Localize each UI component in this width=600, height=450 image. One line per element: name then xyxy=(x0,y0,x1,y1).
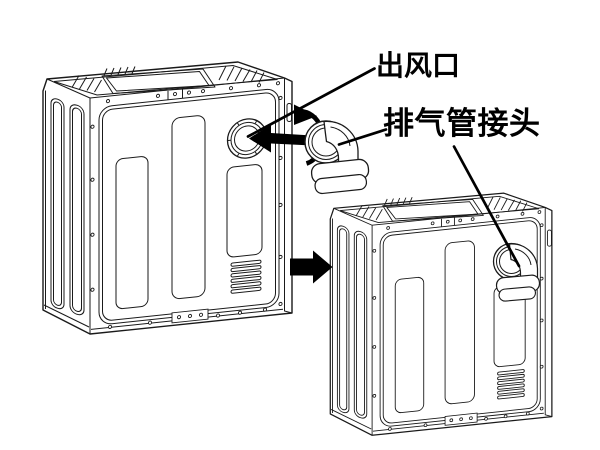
connector-leader-line xyxy=(337,128,388,146)
connector-leader-line-2 xyxy=(452,145,521,268)
insert-arrow-icon xyxy=(249,124,312,153)
exhaust-elbow-loose xyxy=(304,120,370,195)
air-outlet-leader-line xyxy=(246,67,376,138)
air-outlet-label: 出风口 xyxy=(376,50,461,81)
dryer-rear-view-after xyxy=(329,192,553,436)
transition-arrow-icon xyxy=(290,250,333,284)
exhaust-connector-label: 排气管接头 xyxy=(383,106,541,141)
dryer-rear-view-before xyxy=(42,61,293,335)
